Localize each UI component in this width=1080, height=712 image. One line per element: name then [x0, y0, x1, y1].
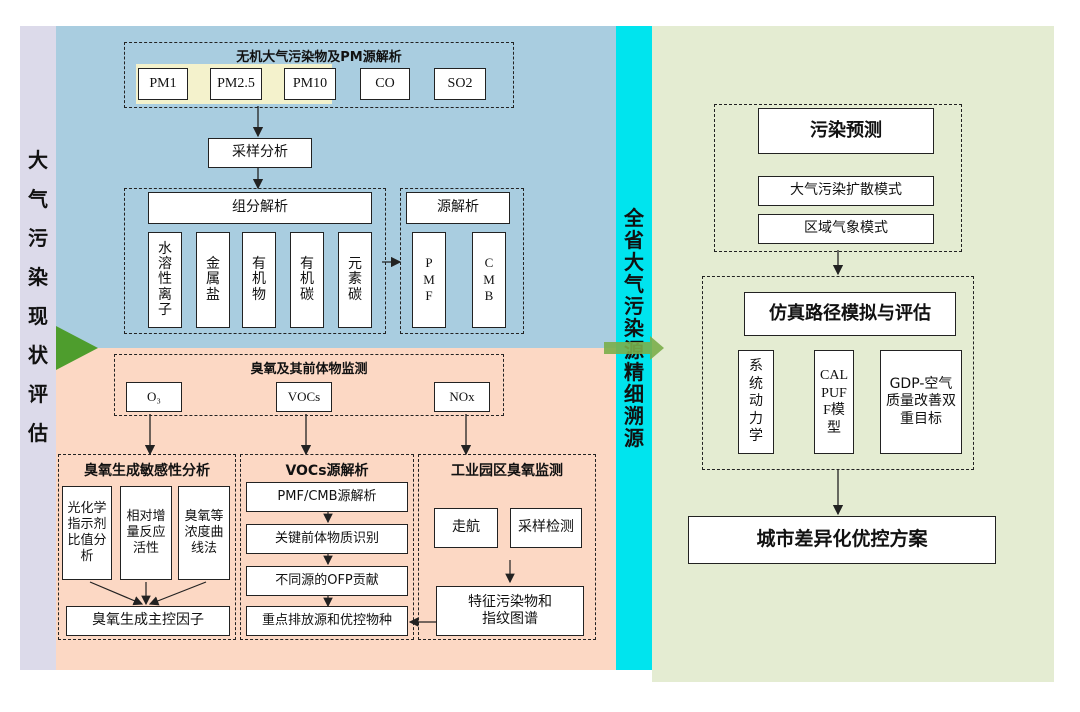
- ozone-nox: NOx: [434, 382, 490, 412]
- pollutant-pm25: PM2.5: [210, 68, 262, 100]
- component-title: 组分解析: [148, 192, 372, 224]
- industrial-group: [418, 454, 596, 640]
- pollutant-co: CO: [360, 68, 410, 100]
- industrial-sampling: 采样检测: [510, 508, 582, 548]
- green-arrow-left: [56, 326, 98, 370]
- component-metal-salt: 金属盐: [196, 232, 230, 328]
- ozone-vocs: VOCs: [276, 382, 332, 412]
- model-meteorology: 区域气象模式: [758, 214, 934, 244]
- ozone-o3: O₃: [126, 382, 182, 412]
- inorganic-group: [124, 42, 514, 108]
- source-title: 源解析: [406, 192, 510, 224]
- inorganic-title: 无机大气污染物及PM源解析: [236, 50, 402, 65]
- left-label: 大气污染现状评估: [28, 148, 48, 445]
- vocs-step-pmf-cmb: PMF/CMB源解析: [246, 482, 408, 512]
- prediction-group: [714, 104, 962, 252]
- sim-calpuff: CALPUFF模型: [814, 350, 854, 454]
- left-strip: [20, 26, 56, 670]
- green-arrow-center: [604, 336, 664, 360]
- vocs-step-key-precursor: 关键前体物质识别: [246, 524, 408, 554]
- industrial-title: 工业园区臭氧监测: [451, 463, 563, 479]
- industrial-mobile: 走航: [434, 508, 498, 548]
- industrial-fingerprint: 特征污染物和指纹图谱: [436, 586, 584, 636]
- model-dispersion: 大气污染扩散模式: [758, 176, 934, 206]
- source-group: [400, 188, 524, 334]
- ozone-title: 臭氧及其前体物监测: [250, 362, 368, 377]
- component-organic-carbon: 有机碳: [290, 232, 324, 328]
- prediction-title: 污染预测: [758, 108, 934, 154]
- method-relative-increment: 相对增量反应活性: [120, 486, 172, 580]
- component-organics: 有机物: [242, 232, 276, 328]
- final-plan: 城市差异化优控方案: [688, 516, 996, 564]
- vocs-step-ofp: 不同源的OFP贡献: [246, 566, 408, 596]
- vocs-step-priority: 重点排放源和优控物种: [246, 606, 408, 636]
- simulation-title: 仿真路径模拟与评估: [744, 292, 956, 336]
- method-isopleth: 臭氧等浓度曲线法: [178, 486, 230, 580]
- sim-system-dynamics: 系统动力学: [738, 350, 774, 454]
- vocs-group: [240, 454, 414, 640]
- component-ions: 水溶性离子: [148, 232, 182, 328]
- method-photochemical: 光化学指示剂比值分析: [62, 486, 112, 580]
- pollutant-pm1: PM1: [138, 68, 188, 100]
- component-elemental-carbon: 元素碳: [338, 232, 372, 328]
- sensitivity-group: [58, 454, 236, 640]
- sampling-analysis: 采样分析: [208, 138, 312, 168]
- pollutant-so2: SO2: [434, 68, 486, 100]
- sensitivity-title: 臭氧生成敏感性分析: [84, 463, 210, 479]
- pollutant-pm10: PM10: [284, 68, 336, 100]
- ozone-control-factor: 臭氧生成主控因子: [66, 606, 230, 636]
- simulation-group: [702, 276, 974, 470]
- component-group: [124, 188, 386, 334]
- ozone-group: [114, 354, 504, 416]
- sim-gdp-dual-target: GDP-空气质量改善双重目标: [880, 350, 962, 454]
- vocs-title: VOCs源解析: [285, 463, 369, 479]
